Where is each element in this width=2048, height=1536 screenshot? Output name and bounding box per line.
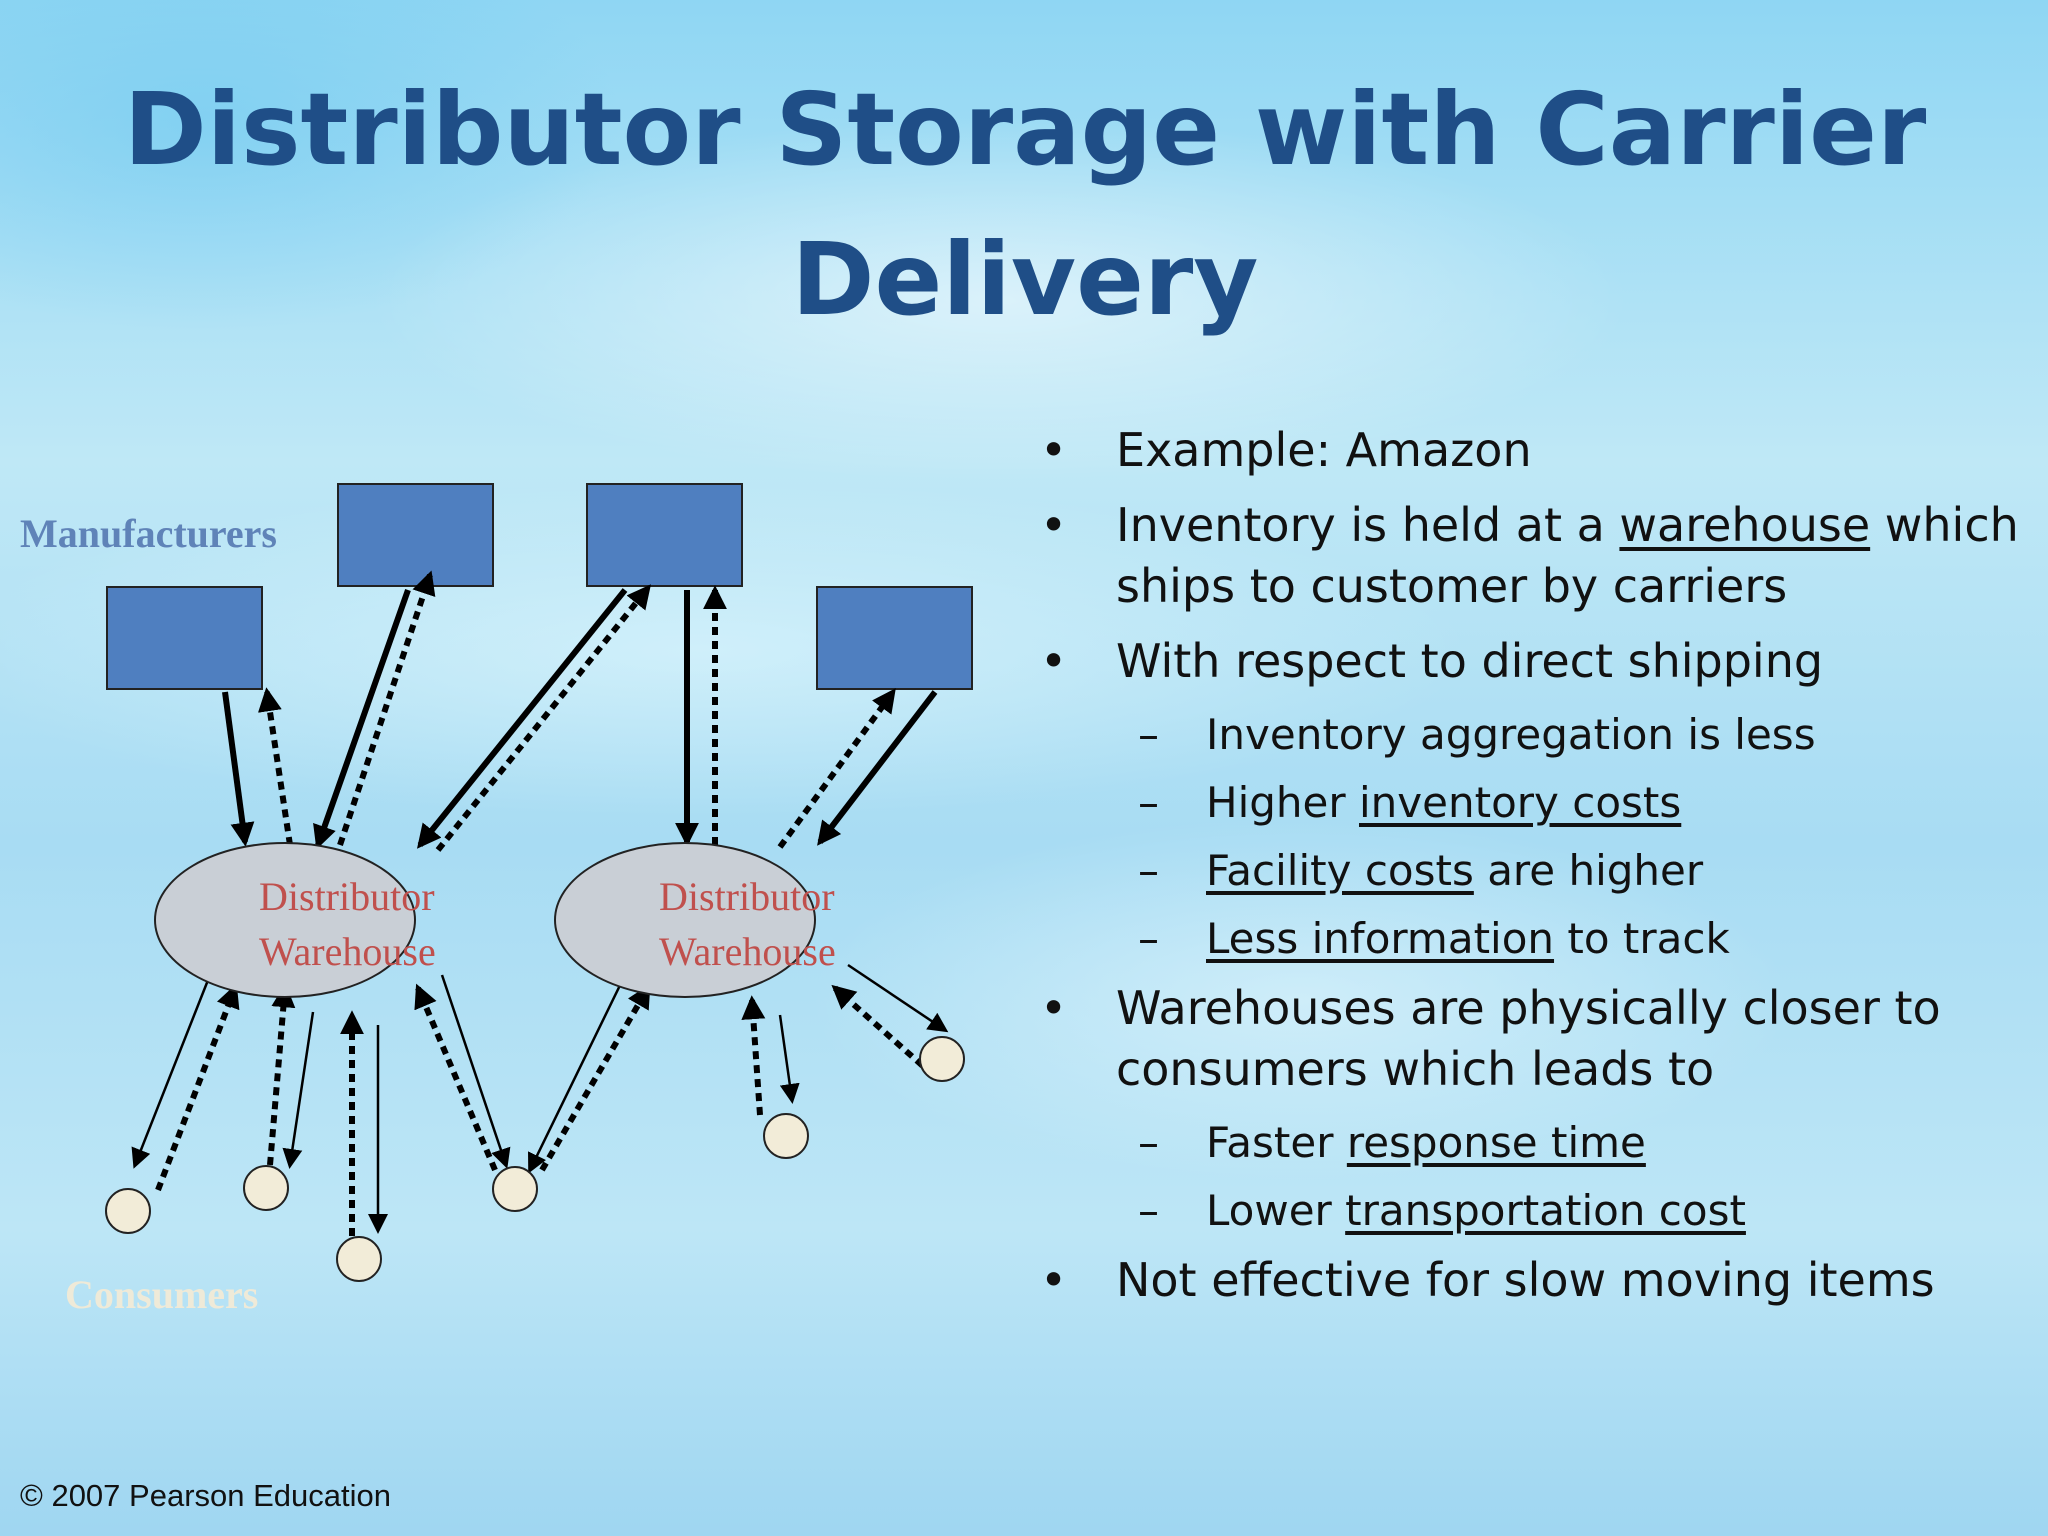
bullet-marker: • [1040,1253,1068,1307]
manufacturer-box [337,483,494,587]
bullet-text: With respect to direct shipping [1116,634,1824,688]
sub-bullet-item: –Higher inventory costs [1030,774,2030,832]
information-flow-arrow [741,995,766,1116]
bullet-item: • Inventory is held at a warehouse which … [1030,495,2030,617]
bullet-item: • With respect to direct shipping [1030,631,2030,692]
consumer-circle [243,1165,289,1211]
bullet-text: Not effective for slow moving items [1116,1253,1935,1307]
product-flow-arrow [222,691,255,847]
product-flow-arrow [131,974,212,1169]
bullet-marker: • [1040,423,1068,477]
bullet-text: Inventory aggregation is less [1206,710,1816,759]
bullet-item: • Example: Amazon [1030,420,2030,481]
manufacturers-label: Manufacturers [20,511,277,556]
product-flow-arrow [778,1014,800,1104]
warehouse-label-line1: Distributor [659,874,835,919]
bullet-text: Faster [1206,1118,1347,1167]
underlined-term: transportation cost [1345,1186,1746,1235]
consumer-circle [336,1236,382,1282]
bullet-marker: • [1040,498,1068,552]
warehouse-label-line2: Warehouse [659,929,836,974]
bullet-text: Lower [1206,1186,1346,1235]
dash-marker: – [1138,846,1159,895]
dash-marker: – [1138,914,1159,963]
product-flow-arrow [440,974,511,1169]
bullet-text: Inventory is held at a [1116,498,1620,552]
bullet-text: to track [1554,914,1730,963]
warehouse-ellipse [554,842,816,998]
consumers-label: Consumers [65,1272,258,1317]
information-flow-arrow [257,687,293,846]
information-flow-arrow [831,984,935,1078]
underlined-term: Facility costs [1206,846,1474,895]
dash-marker: – [1138,1186,1159,1235]
manufacturer-box [106,586,263,690]
bullet-item: • Warehouses are physically closer to con… [1030,978,2030,1100]
bullet-text: Warehouses are physically closer to cons… [1116,981,1941,1096]
information-flow-arrow [539,983,651,1172]
bullet-marker: • [1040,981,1068,1035]
supply-chain-diagram: DistributorWarehouseDistributorWarehouse… [20,483,973,1317]
consumer-circle [105,1188,151,1234]
warehouse-label-line2: Warehouse [259,929,436,974]
sub-bullet-item: –Faster response time [1030,1114,2030,1172]
sub-bullet-item: –Inventory aggregation is less [1030,706,2030,764]
information-flow-arrow [155,983,240,1192]
underlined-term: warehouse [1619,498,1871,552]
product-flow-arrow [528,974,627,1174]
warehouse-label-line1: Distributor [259,874,435,919]
underlined-term: inventory costs [1359,778,1682,827]
copyright-text: © 2007 Pearson Education [20,1478,391,1513]
information-flow-arrow [267,983,296,1166]
slide-title: Distributor Storage with Carrier Deliver… [123,71,1927,338]
bullet-item: • Not effective for slow moving items [1030,1250,2030,1311]
information-flow-arrow [777,688,896,849]
product-flow-arrow [282,1011,315,1169]
sub-bullet-item: –Lower transportation cost [1030,1182,2030,1240]
consumer-circle [763,1113,809,1159]
warehouse-ellipse [154,842,416,998]
bullet-text: Example: Amazon [1116,423,1532,477]
bullet-text: are higher [1473,846,1704,895]
product-flow-arrow [847,963,949,1033]
bullet-list: • Example: Amazon • Inventory is held at a … [1030,420,2030,1325]
information-flow-arrow [414,983,498,1172]
bullet-marker: • [1040,634,1068,688]
manufacturer-box [816,586,973,690]
underlined-term: response time [1346,1118,1646,1167]
product-flow-arrow [817,690,938,846]
bullet-text: Higher [1206,778,1359,827]
information-flow-arrow [337,570,436,846]
consumer-circle [919,1036,965,1082]
dash-marker: – [1138,778,1159,827]
product-flow-arrow [313,589,411,850]
information-flow-arrow [435,584,652,852]
consumer-circle [492,1166,538,1212]
dash-marker: – [1138,710,1159,759]
sub-bullet-item: –Less information to track [1030,910,2030,968]
product-flow-arrow [416,588,628,849]
sub-bullet-item: –Facility costs are higher [1030,842,2030,900]
dash-marker: – [1138,1118,1159,1167]
bullet-text: which ships to customer by carriers [1116,498,2019,613]
underlined-term: Less information [1206,914,1555,963]
manufacturer-box [586,483,743,587]
